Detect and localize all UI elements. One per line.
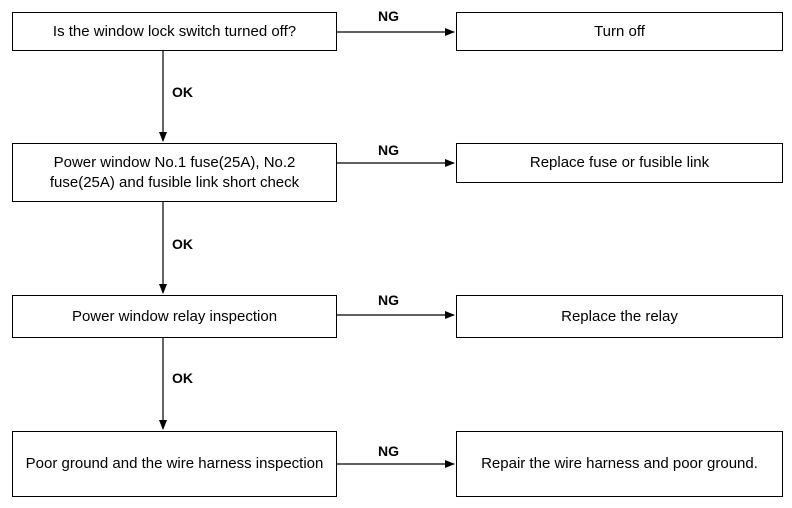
action-box-turn-off: Turn off [456,12,783,51]
action-text: Turn off [594,22,645,40]
action-text: Replace fuse or fusible link [529,154,710,171]
action-text: Replace the relay [561,307,678,325]
check-text: Power window No.1 fuse(25A), No.2 fuse(2… [49,153,300,191]
action-box-replace-fuse: Replace fuse or fusible link [456,143,783,183]
action-box-replace-relay: Replace the relay [456,295,783,338]
check-box-relay: Power window relay inspection [12,295,337,338]
ng-label: NG [378,8,399,24]
ng-label: NG [378,292,399,308]
check-box-window-lock: Is the window lock switch turned off? [12,12,337,51]
ok-label: OK [172,236,193,252]
check-box-fuse-short: Power window No.1 fuse(25A), No.2 fuse(2… [12,143,337,202]
ng-label: NG [378,443,399,459]
check-text: Power window relay inspection [71,307,278,325]
action-text: Repair the wire harness and poor ground. [481,455,758,472]
check-text: Poor ground and the wire harness inspect… [25,455,324,472]
check-text: Is the window lock switch turned off? [52,22,297,40]
action-box-repair-harness: Repair the wire harness and poor ground. [456,431,783,497]
ok-label: OK [172,370,193,386]
check-box-ground-harness: Poor ground and the wire harness inspect… [12,431,337,497]
ok-label: OK [172,84,193,100]
ng-label: NG [378,142,399,158]
